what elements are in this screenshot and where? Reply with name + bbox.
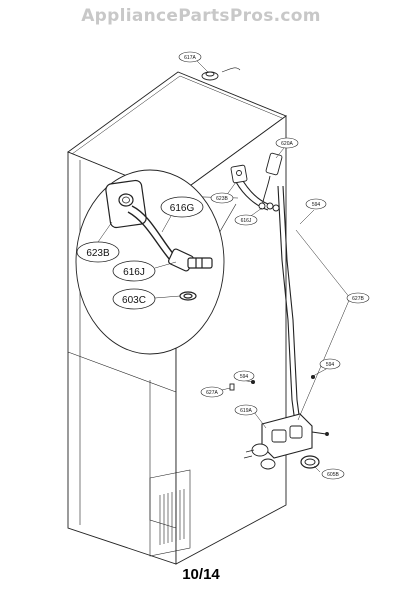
page-number: 10/14 — [182, 566, 220, 583]
svg-text:617A: 617A — [184, 55, 196, 61]
detail-callout-603C: 603C — [112, 288, 156, 310]
callout-627A: 627A — [200, 386, 224, 398]
svg-text:620A: 620A — [281, 141, 293, 147]
svg-text:623B: 623B — [86, 248, 110, 259]
svg-text:616J: 616J — [241, 218, 252, 224]
callout-605B: 605B — [321, 468, 345, 480]
callout-594-left: 594 — [233, 370, 255, 382]
callout-627B: 627B — [346, 292, 370, 304]
vent-grille — [159, 489, 185, 545]
fitting-620A — [261, 152, 283, 207]
svg-text:627B: 627B — [352, 296, 364, 302]
svg-text:605B: 605B — [327, 472, 339, 478]
svg-text:616G: 616G — [170, 203, 195, 214]
svg-text:623B: 623B — [216, 196, 228, 202]
callout-594-top: 594 — [305, 198, 327, 210]
detail-tube-616G — [127, 205, 176, 261]
svg-text:603C: 603C — [122, 295, 146, 306]
svg-text:594: 594 — [326, 362, 335, 368]
bracket-623B — [230, 164, 248, 184]
water-valve-619A — [243, 413, 329, 470]
svg-text:627A: 627A — [206, 390, 218, 396]
callout-617A: 617A — [178, 51, 202, 63]
detail-leader-lines — [97, 215, 181, 299]
detail-fitting-616J — [168, 248, 213, 272]
svg-text:619A: 619A — [240, 408, 252, 414]
callout-623B: 623B — [210, 192, 234, 204]
detail-callout-616J: 616J — [112, 260, 156, 282]
detail-bracket-623B — [105, 179, 147, 229]
part-617A — [201, 67, 241, 81]
clip-627A — [229, 383, 235, 391]
callout-594-right: 594 — [319, 358, 341, 370]
callout-616J: 616J — [234, 214, 258, 226]
detail-callout-623B: 623B — [76, 241, 120, 263]
callout-619A: 619A — [234, 404, 258, 416]
clip-cluster — [258, 202, 280, 212]
watermark-text: AppliancePartsPros.com — [81, 6, 321, 26]
svg-text:594: 594 — [312, 202, 321, 208]
detail-clip-603C — [179, 291, 197, 301]
svg-text:616J: 616J — [123, 267, 145, 278]
ring-605B — [300, 455, 320, 469]
detail-callout-616G: 616G — [160, 196, 204, 218]
screw-594-right — [310, 374, 316, 380]
svg-text:594: 594 — [240, 374, 249, 380]
callout-620A: 620A — [275, 137, 299, 149]
